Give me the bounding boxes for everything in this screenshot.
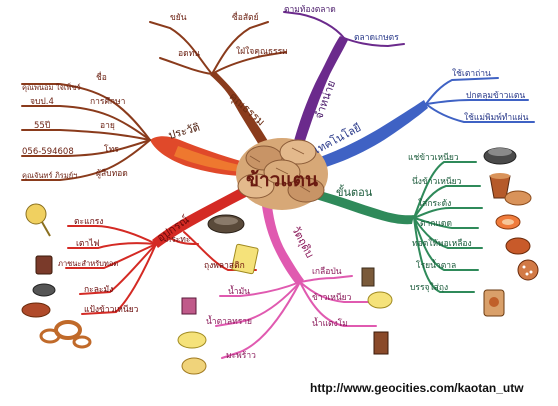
jamnai-item-agri-market: ตลาดเกษตร [354, 33, 399, 43]
wattudip-item-watermelon: น้ำแตงโม [312, 317, 348, 329]
prawat-row-heir-value: คุณจันทร์ ภิรมย์ฯ [22, 171, 77, 180]
prawat-row-tel-label: โทร [104, 144, 119, 155]
frying-icon [505, 237, 531, 255]
illustrations [21, 147, 539, 375]
prawat-row-name-label: ชื่อ [96, 71, 107, 83]
tray-icon [504, 190, 532, 206]
prawat-row-age-label: อายุ [100, 121, 115, 131]
center-rice-cakes [236, 138, 328, 210]
uppakorn-item-wok: กระทะ [166, 235, 190, 245]
technology-item-mold: ใช้แม่พิมพ์ทำแผ่น [464, 112, 529, 123]
khunnatham-item-diligent: ขยัน [170, 13, 187, 23]
sieve-icon [25, 203, 47, 225]
khantorn-step-dry: ตากแดด [420, 219, 452, 229]
khantorn-title: ขั้นตอน [336, 184, 373, 199]
khunnatham-item-patient: อดทน [178, 49, 200, 59]
prawat-row-edu-label: การศึกษา [90, 97, 125, 107]
watermelon-juice-icon [373, 331, 389, 355]
prawat-row-heir-label: ผู้สืบทอด [96, 168, 128, 179]
jamnai-item-market: ตามท้องตลาด [284, 4, 336, 15]
khantorn-step-steam: นึ่งข้าวเหนียว [412, 175, 462, 187]
prawat-row-name-value: คุณพนอม ใจเพ็ชร์ [22, 82, 81, 92]
uppakorn-item-rice-flour: แป้งข้าวเหนียว [84, 304, 139, 315]
wattudip-item-coconut: มะพร้าว [226, 350, 256, 361]
khantorn-step-fry: ทอดให้พอเหลือง [412, 238, 472, 249]
prawat-title: ประวัติ [167, 121, 201, 142]
oil-bottle-icon [181, 297, 197, 315]
wattudip-item-glutinous-rice: ข้าวเหนียว [312, 292, 352, 303]
frying-pot-icon [32, 283, 56, 297]
prawat-row-tel-value: 056-594608 [22, 147, 74, 157]
technology-item-cover: ปกคลุมข้าวแตน [466, 90, 525, 101]
wattudip-item-salt: เกลือป่น [312, 266, 342, 277]
khantorn-step-pack: บรรจุใส่ถุง [410, 282, 448, 293]
coconut-icon [181, 357, 207, 375]
prawat-row-edu-value: จบป.4 [30, 97, 54, 107]
basin-icon [21, 302, 51, 318]
uppakorn-item-plastic-bag: ถุงพลาสติก [204, 261, 245, 271]
uppakorn-item-basin: กะละมัง [84, 285, 113, 295]
khunnatham-item-moral: ใฝ่ใจคุณธรรม [236, 46, 288, 57]
wattudip-item-sugar: น้ำตาลทราย [206, 315, 252, 327]
khantorn-step-soak: แช่ข้าวเหนียว [408, 152, 459, 163]
plastic-bag-icon [231, 243, 259, 275]
uppakorn-item-sieve: ตะแกรง [74, 217, 103, 227]
source-url: http://www.geocities.com/kaotan_utw [310, 381, 524, 395]
salt-jar-icon [361, 267, 375, 287]
sugar-bowl-icon [177, 331, 207, 349]
uppakorn-item-fry-vessel: ภาชนะสำหรับทอด [58, 259, 118, 268]
stove-icon [35, 255, 53, 275]
uppakorn-item-stove: เตาไฟ [76, 238, 100, 249]
center-title: ข้าวแตน [246, 169, 318, 191]
prawat-row-age-value: 55ปี [34, 120, 50, 131]
wattudip-title: วัตถุดิบ [289, 224, 316, 260]
khantorn-step-sugar: โรยน้ำตาล [416, 259, 456, 271]
technology-item-charcoal: ใช้เตาถ่าน [452, 68, 491, 79]
khantorn-step-tray: ใส่กระด้ง [418, 198, 451, 209]
sugar-sprinkle-icon [517, 259, 539, 281]
khunnatham-item-honest: ซื่อสัตย์ [232, 11, 259, 23]
wattudip-item-oil: น้ำมัน [228, 285, 250, 297]
glutinous-rice-icon [367, 291, 393, 309]
